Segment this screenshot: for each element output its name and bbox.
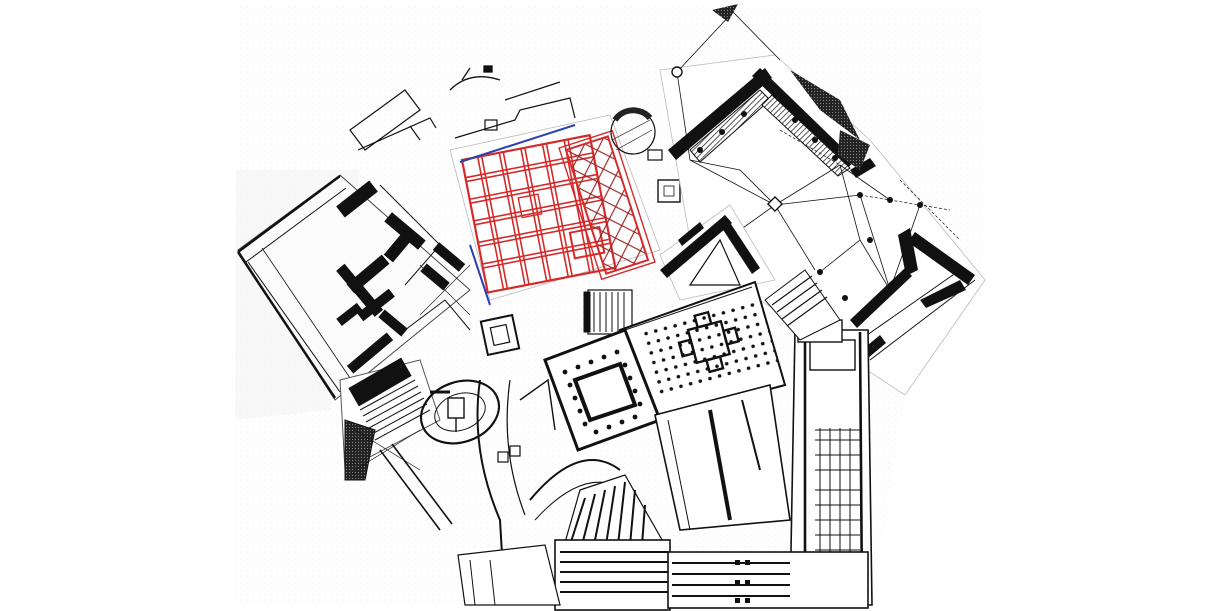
hypostyle-hall-plan (618, 280, 787, 422)
small-court-plans (479, 179, 681, 357)
spiral-stair-plan (610, 107, 663, 161)
west-stair-plan (339, 357, 453, 531)
central-triangle-plan (659, 204, 776, 301)
top-curved-fragment (449, 65, 501, 91)
highlighted-grid-plan (449, 81, 661, 306)
south-bay-plan (457, 319, 873, 611)
central-stair-plan (583, 289, 633, 335)
western-wing-plan (236, 174, 471, 401)
east-stair-fragment (764, 269, 841, 341)
northwest-wall-fragment (349, 89, 437, 151)
long-hall-plan (654, 384, 791, 531)
curved-courtyard-plan (476, 378, 626, 606)
northeast-vaulted-hall-plan (659, 4, 986, 396)
oval-hall-plan (419, 379, 501, 445)
